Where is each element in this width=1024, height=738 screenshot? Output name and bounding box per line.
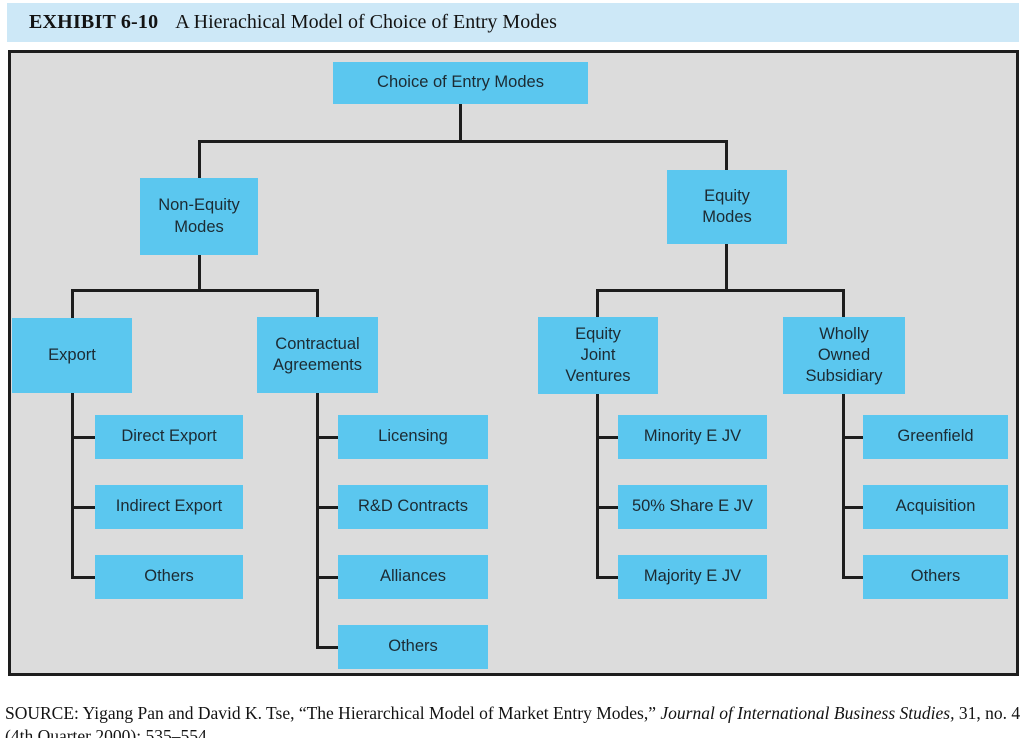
node-wholly-owned-subsidiary: Wholly Owned Subsidiary bbox=[783, 317, 905, 394]
connector-stub bbox=[842, 506, 863, 509]
connector-wholly-owned-trunk bbox=[842, 394, 845, 579]
connector-equity-drop bbox=[725, 244, 728, 290]
connector-root-drop bbox=[459, 104, 462, 141]
node-export-others: Others bbox=[95, 555, 243, 599]
connector-stub bbox=[316, 506, 338, 509]
connector-to-equity bbox=[725, 140, 728, 170]
connector-stub bbox=[71, 576, 95, 579]
connector-left-hline bbox=[71, 289, 319, 292]
source-pages: 31, no. 4 (4th Quarter 2000): 535–554. bbox=[5, 702, 1021, 738]
node-minority-ejv: Minority E JV bbox=[618, 415, 767, 459]
node-rd-contracts: R&D Contracts bbox=[338, 485, 488, 529]
node-indirect-export: Indirect Export bbox=[95, 485, 243, 529]
source-citation: SOURCE: Yigang Pan and David K. Tse, “Th… bbox=[5, 702, 1021, 738]
connector-non-equity-drop bbox=[198, 255, 201, 290]
node-alliances: Alliances bbox=[338, 555, 488, 599]
connector-equity-jv-trunk bbox=[596, 394, 599, 579]
node-50-share-ejv: 50% Share E JV bbox=[618, 485, 767, 529]
connector-level1-hline bbox=[198, 140, 728, 143]
connector-to-wholly-owned bbox=[842, 289, 845, 317]
node-non-equity-modes: Non-Equity Modes bbox=[140, 178, 258, 255]
connector-stub bbox=[71, 436, 95, 439]
node-contractual-agreements: Contractual Agreements bbox=[257, 317, 378, 393]
connector-stub bbox=[316, 576, 338, 579]
connector-to-export bbox=[71, 289, 74, 318]
node-choice-of-entry-modes: Choice of Entry Modes bbox=[333, 62, 588, 104]
connector-contractual-trunk bbox=[316, 393, 319, 649]
connector-stub bbox=[842, 436, 863, 439]
node-licensing: Licensing bbox=[338, 415, 488, 459]
node-acquisition: Acquisition bbox=[863, 485, 1008, 529]
node-export: Export bbox=[12, 318, 132, 393]
connector-stub bbox=[316, 436, 338, 439]
node-wos-others: Others bbox=[863, 555, 1008, 599]
node-equity-modes: Equity Modes bbox=[667, 170, 787, 244]
connector-export-trunk bbox=[71, 393, 74, 579]
exhibit-title: A Hierachical Model of Choice of Entry M… bbox=[175, 11, 557, 33]
connector-to-contractual bbox=[316, 289, 319, 317]
connector-stub bbox=[596, 506, 618, 509]
connector-stub bbox=[596, 436, 618, 439]
node-contractual-others: Others bbox=[338, 625, 488, 669]
node-equity-joint-ventures: Equity Joint Ventures bbox=[538, 317, 658, 394]
connector-to-equity-jv bbox=[596, 289, 599, 317]
entry-modes-diagram: Choice of Entry Modes Non-Equity Modes E… bbox=[8, 50, 1019, 676]
source-journal-italic: Journal of International Business Studie… bbox=[660, 702, 955, 723]
exhibit-header: EXHIBIT 6-10 A Hierachical Model of Choi… bbox=[7, 3, 1019, 42]
node-majority-ejv: Majority E JV bbox=[618, 555, 767, 599]
connector-stub bbox=[842, 576, 863, 579]
connector-stub bbox=[596, 576, 618, 579]
node-greenfield: Greenfield bbox=[863, 415, 1008, 459]
source-text: SOURCE: Yigang Pan and David K. Tse, “Th… bbox=[5, 702, 661, 723]
connector-stub bbox=[71, 506, 95, 509]
connector-stub bbox=[316, 646, 338, 649]
node-direct-export: Direct Export bbox=[95, 415, 243, 459]
connector-right-hline bbox=[596, 289, 845, 292]
connector-to-non-equity bbox=[198, 140, 201, 178]
exhibit-number: EXHIBIT 6-10 bbox=[29, 11, 159, 33]
